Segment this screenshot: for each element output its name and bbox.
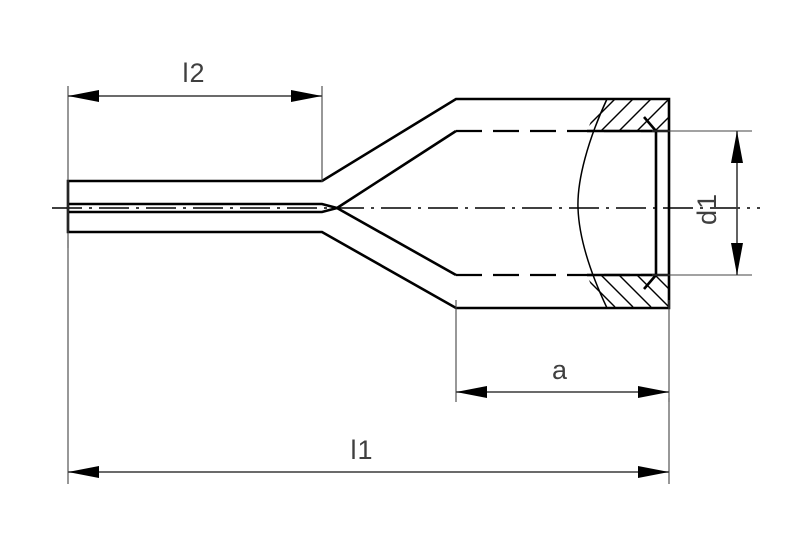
a-arrow-right [638, 386, 669, 398]
d1-arrow-top [731, 131, 743, 163]
dimension-label-d1: d1 [692, 193, 722, 225]
collar-chamfer-bottom [643, 274, 657, 290]
collar-chamfer-top [643, 116, 657, 132]
funnel-inner-upper-flank [336, 129, 457, 210]
dimension-label-l1: l1 [350, 435, 373, 465]
l2-arrow-right [291, 90, 322, 102]
l1-arrow-left [68, 466, 99, 478]
dimension-label-l2: l2 [182, 58, 205, 88]
dimension-label-a: a [552, 355, 568, 385]
dimension-l2: l2 [67, 58, 323, 248]
d1-arrow-bottom [731, 243, 743, 275]
pin-inner-upper-line [68, 202, 338, 210]
part-outline-group [52, 97, 760, 310]
section-hatching-top [587, 99, 669, 131]
l1-arrow-right [638, 466, 669, 478]
dimension-l1: l1 [67, 240, 670, 484]
dimension-d1: d1 [652, 130, 752, 276]
l2-arrow-left [68, 90, 99, 102]
pin-inner-lower-line [68, 206, 338, 214]
section-hatching-bottom [587, 275, 669, 308]
a-arrow-left [456, 386, 487, 398]
funnel-inner-lower-flank [336, 206, 457, 277]
dimension-a: a [455, 300, 670, 402]
